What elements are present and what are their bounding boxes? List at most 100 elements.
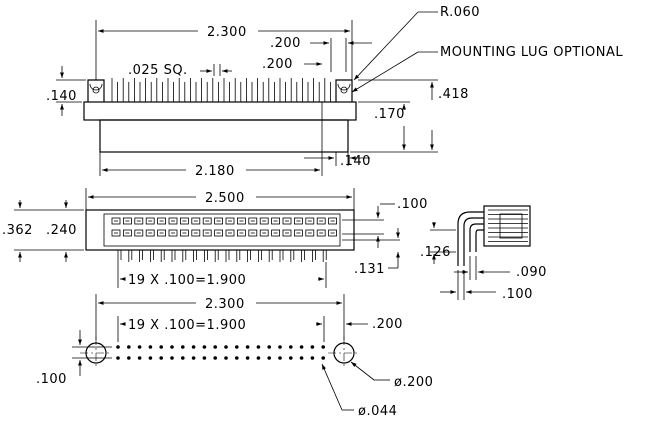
top-contact	[282, 229, 292, 237]
top-contact	[282, 217, 292, 225]
pcb-pin-hole	[321, 356, 326, 360]
top-contact	[214, 217, 224, 225]
top-contact	[328, 229, 338, 237]
top-contact	[191, 217, 201, 225]
side-view: .126 .090 .100	[420, 205, 547, 302]
top-contact	[236, 217, 246, 225]
front-width-label: 2.300	[207, 25, 247, 40]
pcb-pin-hole	[170, 345, 174, 349]
pcb-pin-hole	[202, 345, 207, 349]
top-contact	[248, 229, 258, 237]
top-pin-span-label: 19 X .100=1.900	[128, 273, 246, 288]
pcb-pin-hole	[116, 345, 120, 349]
pcb-pin-hole	[299, 345, 304, 349]
top-contact-rows	[111, 217, 338, 237]
top-contact	[236, 229, 246, 237]
pcb-pin-hole	[224, 356, 228, 360]
pcb-pin-hole	[310, 356, 315, 360]
top-contact	[134, 229, 144, 237]
pcb-pin-hole	[191, 345, 196, 349]
outer-height-label: .362	[2, 223, 33, 238]
top-contact	[191, 229, 201, 237]
pcb-hole-grid	[116, 345, 326, 360]
pin-size-label: .025 SQ.	[128, 63, 188, 78]
top-contact	[271, 217, 281, 225]
top-contact	[111, 217, 121, 225]
front-view: 2.300 R.060 .200 .200 .025 SQ. MOUNTING …	[46, 5, 623, 179]
top-contact	[145, 217, 155, 225]
top-contact	[214, 229, 224, 237]
pcb-pin-hole	[245, 345, 250, 349]
pcb-pin-hole	[289, 345, 293, 349]
top-contact	[123, 217, 132, 225]
top-contact	[168, 229, 178, 237]
pcb-pin-hole	[148, 345, 153, 349]
side-contact-box	[499, 213, 523, 239]
pcb-pin-hole	[116, 356, 120, 360]
pcb-pin-hole	[224, 345, 228, 349]
top-contact	[248, 217, 258, 225]
top-contact	[259, 217, 269, 225]
top-contact	[145, 229, 155, 237]
side-contacts	[488, 209, 528, 242]
pcb-pin-hole	[289, 356, 293, 360]
lug-gap-label-2: .200	[262, 57, 293, 72]
pcb-pin-hole	[278, 345, 282, 349]
mounting-lug-note: MOUNTING LUG OPTIONAL	[440, 45, 623, 60]
top-contact	[157, 217, 167, 225]
row-offset-label: .131	[354, 262, 385, 277]
pcb-pin-hole	[202, 356, 207, 360]
pcb-pin-hole	[321, 345, 326, 349]
pcb-pin-hole	[159, 345, 163, 349]
top-contact	[293, 217, 303, 225]
front-pins	[111, 78, 331, 102]
pcb-pin-hole	[245, 356, 250, 360]
lug-width-label: .140	[340, 154, 371, 169]
pcb-pin-hole	[256, 356, 261, 360]
pcb-layout: 2.300 19 X .100=1.900 .200 .100 ø.200	[36, 294, 433, 419]
lug-gap-label: .200	[270, 36, 301, 51]
top-contact	[328, 217, 338, 225]
top-contact	[123, 229, 132, 237]
top-tails	[117, 250, 327, 262]
top-contact	[225, 229, 235, 237]
pcb-pin-hole	[148, 356, 153, 360]
row-pitch-label: .100	[397, 197, 428, 212]
lower-height-label: .170	[374, 107, 405, 122]
pcb-row-spacing-label: .100	[36, 372, 67, 387]
pcb-pin-hole	[310, 345, 315, 349]
pcb-edge-offset-label: .200	[372, 317, 403, 332]
lug-height-label: .140	[46, 89, 77, 104]
top-contact	[179, 229, 189, 237]
pcb-pin-hole	[127, 356, 131, 360]
top-contact	[168, 217, 178, 225]
pcb-pin-hole	[235, 356, 239, 360]
pcb-pin-span-label: 19 X .100=1.900	[128, 318, 246, 333]
pcb-pin-hole	[299, 356, 304, 360]
pcb-pin-hole	[267, 345, 272, 349]
top-contact	[259, 229, 269, 237]
pcb-pin-hole	[170, 356, 174, 360]
top-width-label: 2.500	[205, 191, 245, 206]
pcb-pin-hole	[137, 345, 142, 349]
top-contact	[305, 229, 315, 237]
top-contact	[111, 229, 121, 237]
top-contact	[157, 229, 167, 237]
pcb-pin-hole	[181, 345, 185, 349]
pcb-pin-hole	[213, 345, 217, 349]
radius-label: R.060	[440, 5, 480, 20]
pcb-pin-hole	[267, 356, 272, 360]
mount-hole-label: ø.200	[394, 375, 433, 390]
top-contact	[316, 217, 326, 225]
top-contact	[271, 229, 281, 237]
pin-hole-label: ø.044	[358, 404, 397, 419]
side-row-spacing-label: .100	[502, 287, 533, 302]
tail-offset-label: .090	[516, 265, 547, 280]
body-width-label: 2.180	[195, 164, 235, 179]
pcb-pin-hole	[191, 356, 196, 360]
pcb-pin-hole	[256, 345, 261, 349]
top-view: 2.500 .362 .240 .100 .131 19 X	[2, 188, 428, 288]
inner-height-label: .240	[46, 223, 77, 238]
pcb-pin-hole	[181, 356, 185, 360]
